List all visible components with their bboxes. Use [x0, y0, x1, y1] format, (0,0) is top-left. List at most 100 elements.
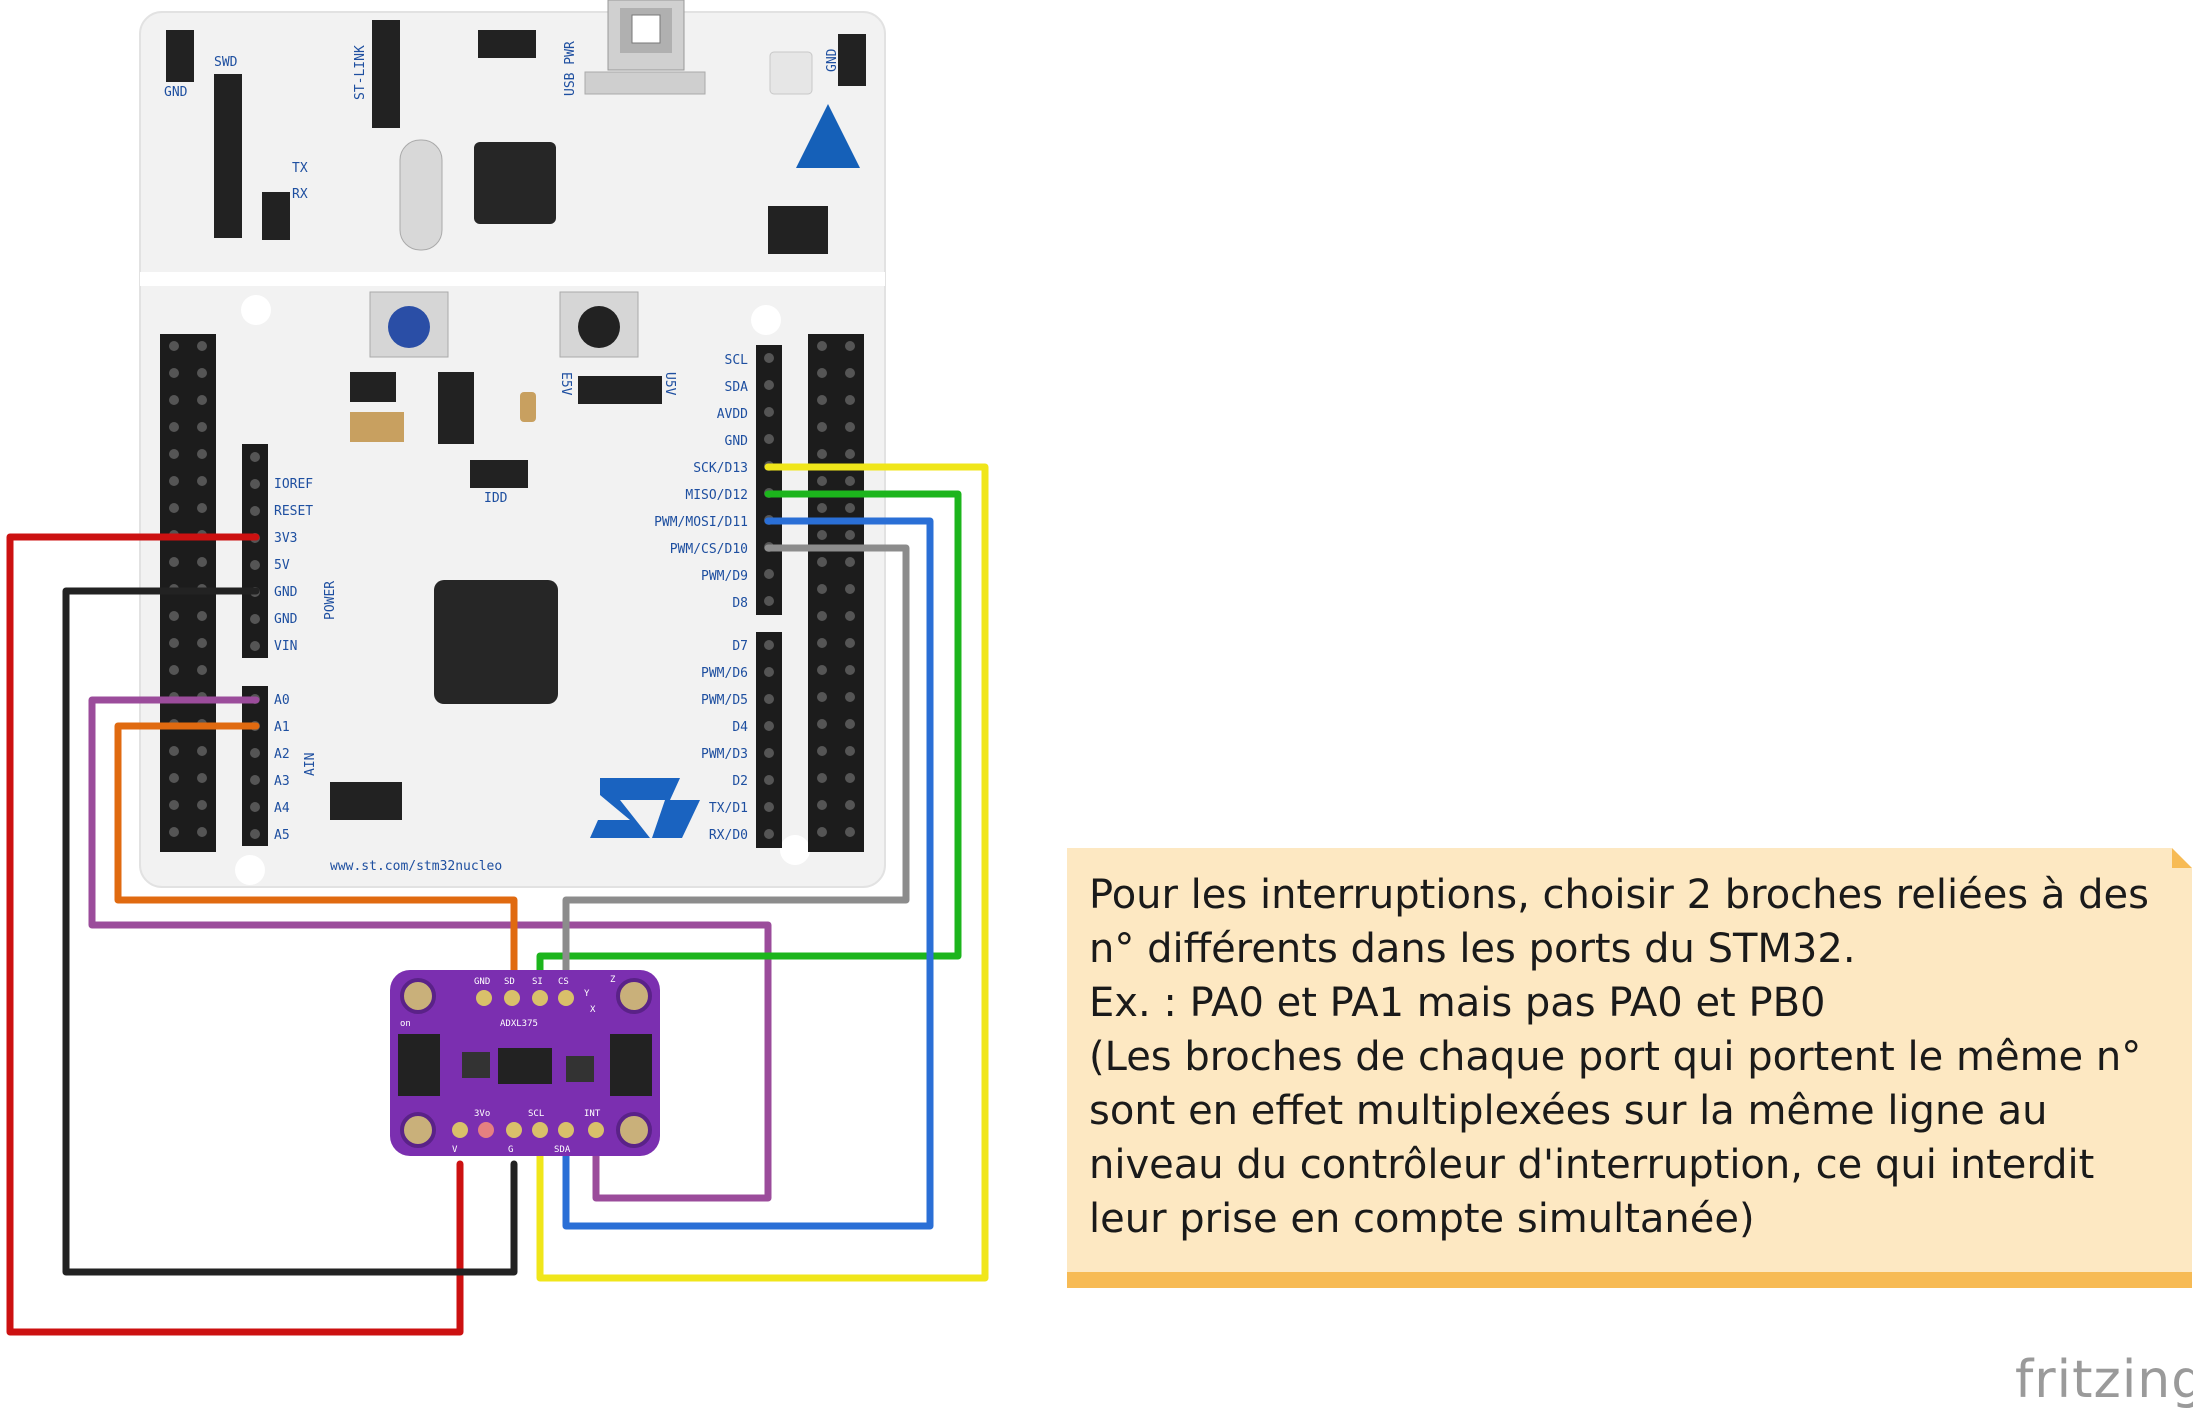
sensor-name: ADXL375: [500, 1019, 538, 1029]
digital-pin-label-top-3: GND: [725, 434, 749, 449]
header-pin: [764, 353, 774, 363]
digital-pin-label-bottom-5: D2: [732, 774, 748, 789]
sensor-pin-gnd: GND: [474, 977, 490, 987]
header-pin: [250, 452, 260, 462]
header-pin: [197, 827, 207, 837]
user-button[interactable]: [369, 291, 449, 358]
digital-labels-top: SCLSDAAVDDGNDSCK/D13MISO/D12PWM/MOSI/D11…: [654, 353, 748, 611]
header-pin: [764, 721, 774, 731]
power-pin-label-2: 3V3: [274, 531, 297, 546]
header-pin: [169, 773, 179, 783]
wire-orange[interactable]: [114, 722, 518, 1000]
header-pin: [817, 449, 827, 459]
header-pin: [197, 638, 207, 648]
header-pin: [197, 800, 207, 810]
header-pin: [845, 719, 855, 729]
nucleo-board: GND SWD TX RX ST-LINK USB PWR GND E5V U5…: [139, 0, 886, 888]
header-pin: [764, 640, 774, 650]
header-pin: [169, 449, 179, 459]
header-pin: [169, 503, 179, 513]
wire-yellow[interactable]: [536, 463, 989, 1282]
analog-pin-label-0: A0: [274, 693, 290, 708]
header-pin: [169, 800, 179, 810]
sensor-pin-si: SI: [532, 977, 543, 987]
header-pin: [817, 800, 827, 810]
esd-warning-icon: [796, 104, 860, 168]
wire-green[interactable]: [536, 490, 962, 1000]
header-pin: [169, 827, 179, 837]
header-pin: [764, 694, 774, 704]
header-pin: [169, 476, 179, 486]
reset-button[interactable]: [559, 291, 639, 358]
right-stemma-connector: [610, 1034, 652, 1096]
header-pin: [845, 557, 855, 567]
sensor-pin-sd: SD: [504, 977, 515, 987]
header-pin: [197, 422, 207, 432]
header-pin: [817, 773, 827, 783]
header-pin: [817, 503, 827, 513]
analog-header: [242, 686, 268, 846]
header-pin: [764, 748, 774, 758]
digital-pin-label-bottom-0: D7: [732, 639, 748, 654]
digital-pin-label-top-5: MISO/D12: [685, 488, 748, 503]
stlink-mcu: [474, 142, 556, 224]
header-pin: [817, 827, 827, 837]
digital-pin-label-top-1: SDA: [725, 380, 749, 395]
header-pin: [845, 449, 855, 459]
header-pin: [817, 368, 827, 378]
header-pin: [764, 407, 774, 417]
wire-blue[interactable]: [562, 517, 934, 1230]
tx-label: TX: [292, 161, 308, 176]
header-pin: [845, 773, 855, 783]
sensor-pin-v: V: [452, 1145, 458, 1155]
usb-connector: [584, 0, 706, 95]
swd-label: SWD: [214, 55, 238, 70]
crystal: [399, 139, 443, 251]
header-pin: [197, 557, 207, 567]
header-pin: [250, 775, 260, 785]
gnd-right-label: GND: [825, 48, 840, 72]
sensor-pin-g: G: [508, 1145, 513, 1155]
sensor-axis-y: Y: [584, 989, 590, 999]
wire-black[interactable]: [62, 587, 518, 1276]
header-pin: [169, 611, 179, 621]
sensor-pin-3vo: 3Vo: [474, 1109, 490, 1119]
u5v-label: U5V: [662, 372, 677, 396]
header-pin: [817, 557, 827, 567]
power-pin-label-6: VIN: [274, 639, 297, 654]
header-pin: [197, 368, 207, 378]
header-pin: [817, 584, 827, 594]
header-pin: [197, 476, 207, 486]
power-pin-label-1: RESET: [274, 504, 313, 519]
header-pin: [197, 611, 207, 621]
header-pin: [169, 368, 179, 378]
digital-pin-label-bottom-3: D4: [732, 720, 748, 735]
main-mcu: [434, 580, 558, 704]
header-pin: [169, 665, 179, 675]
header-pin: [764, 569, 774, 579]
header-pin: [169, 395, 179, 405]
sticky-note: Pour les interruptions, choisir 2 broche…: [1067, 848, 2192, 1288]
sensor-pin-int: INT: [584, 1109, 601, 1119]
st-logo: [590, 778, 700, 838]
header-pin: [250, 614, 260, 624]
header-pin: [169, 746, 179, 756]
wire-purple[interactable]: [88, 696, 772, 1202]
rx-label: RX: [292, 187, 308, 202]
header-pin: [845, 692, 855, 702]
wires: [6, 463, 989, 1336]
digital-pin-label-top-9: D8: [732, 596, 748, 611]
ain-group-label: AIN: [303, 753, 318, 776]
header-pin: [845, 638, 855, 648]
sensor-pin-cs: CS: [558, 977, 569, 987]
wire-gray[interactable]: [562, 544, 910, 1000]
header-pin: [817, 476, 827, 486]
adxl375-breakout: ADXL375 on GND SD SI CS V 3Vo G SCL SDA …: [390, 970, 660, 1156]
power-pin-label-3: 5V: [274, 558, 290, 573]
gnd-label: GND: [164, 85, 188, 100]
header-pin: [197, 341, 207, 351]
header-pin: [250, 748, 260, 758]
wire-red[interactable]: [6, 533, 464, 1336]
